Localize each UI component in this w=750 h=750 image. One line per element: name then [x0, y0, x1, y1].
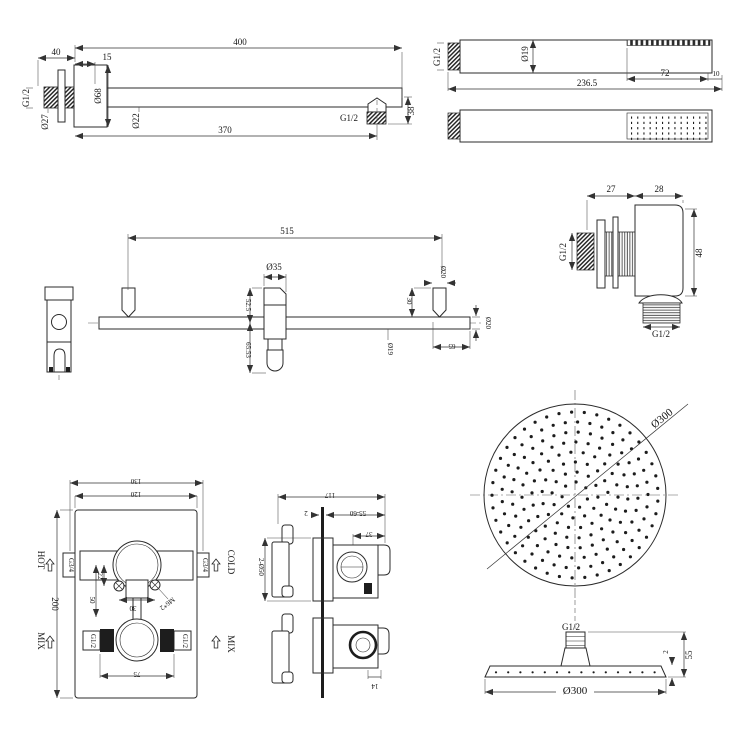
dim-slider-dia: Ø35: [266, 262, 282, 272]
dim-arm-tube-dia: Ø22: [131, 113, 141, 129]
dim-arm-flange-width: 40: [52, 47, 62, 57]
dim-arm-overall: 400: [233, 37, 247, 47]
dim-mixer-g34-left: G3/4: [67, 558, 75, 573]
outlet-elbow-drawing: 27 28 G1/2 48 G1/2: [558, 184, 704, 339]
mixer-valve-side-drawing: 117 2 55-60 37 14 2-Ø50: [257, 491, 391, 698]
dim-rail-hole-dia: Ø19: [386, 343, 394, 356]
shower-head-face-drawing: Ø300: [470, 390, 689, 600]
hand-shower-drawing: G1/2 Ø19 72 10 236.5: [432, 39, 723, 143]
shower-head-side-drawing: G1/2 55 2 Ø300: [484, 600, 694, 697]
dim-arm-offset: 15: [103, 52, 113, 62]
dim-hand-shower-tip: 10: [713, 70, 721, 78]
dim-elbow-inlet-thread: G1/2: [558, 243, 568, 261]
dim-mixer-w1: 130: [130, 477, 141, 485]
dim-elbow-height: 48: [694, 248, 704, 258]
dim-hand-shower-dia: Ø19: [520, 46, 530, 62]
hand-shower-nozzle-grid: [631, 116, 707, 140]
dim-hand-shower-overall: 236.5: [577, 78, 598, 88]
dim-hand-shower-thread: G1/2: [432, 48, 442, 66]
dim-rail-dia: Ø20: [484, 317, 492, 330]
dim-mixer-g12-right: G1/2: [181, 634, 189, 649]
dim-side-plate-t: 2: [304, 509, 308, 517]
dim-head-plate-t: 2: [662, 650, 670, 654]
mix-right-arrow-icon: [211, 635, 221, 649]
dim-elbow-w1: 27: [607, 184, 617, 194]
dim-side-depth: 55-60: [349, 509, 366, 517]
dim-side-37: 37: [365, 530, 373, 538]
dim-mixer-height: 200: [50, 597, 60, 611]
cold-flow-arrow-icon: [211, 558, 221, 572]
dim-mixer-g12-left: G1/2: [89, 634, 97, 649]
dim-hand-shower-face: 72: [661, 68, 670, 78]
dim-mixer-g34-right: G3/4: [201, 558, 209, 573]
dim-arm-nipple-dia: Ø27: [40, 114, 50, 130]
dim-rail-end-offset: 65: [448, 342, 456, 350]
dim-arm-drop: 38: [406, 106, 416, 116]
shower-arm-drawing: 400 40 15 G1/2 Ø27 Ø68 Ø22 370 G1/2 38: [21, 37, 416, 140]
dim-mixer-75: 75: [133, 670, 141, 678]
dim-head-face-dia: Ø300: [649, 406, 676, 431]
label-mix-right: MIX: [226, 635, 236, 653]
mixer-valve-front-drawing: 130 120 HOT COLD G3/4 G3/4 200 22 50 30: [36, 477, 236, 699]
shower-head-nozzle-pattern: [490, 410, 660, 580]
hot-flow-arrow-icon: [45, 558, 55, 572]
dim-rail-upper: 52.5: [244, 299, 252, 312]
dim-arm-to-elbow: 370: [218, 125, 232, 135]
dim-pin-height: 30: [405, 298, 413, 306]
dim-elbow-outlet-thread: G1/2: [652, 329, 670, 339]
label-mix-left: MIX: [36, 632, 46, 650]
dim-mixer-22: 22: [96, 573, 104, 581]
dim-side-14: 14: [371, 682, 379, 690]
slide-rail-drawing: 515 Ø35 52.5 65.53 Ø20 30 Ø19 Ø20 65: [44, 226, 492, 383]
dim-elbow-w2: 28: [655, 184, 665, 194]
dim-side-width: 117: [324, 491, 335, 499]
dim-arm-flange-dia: Ø68: [93, 88, 103, 104]
head-side-nozzle-row: [494, 671, 656, 674]
dim-head-thread: G1/2: [562, 622, 580, 632]
dim-side-escutcheons: 2-Ø50: [257, 558, 265, 576]
dim-rail-length: 515: [280, 226, 294, 236]
label-hot-inlet: HOT: [36, 551, 46, 570]
dim-arm-outlet-thread: G1/2: [340, 113, 358, 123]
dim-arm-wall-thread: G1/2: [21, 89, 31, 107]
dim-mixer-w2: 120: [130, 490, 141, 498]
dim-rail-lower: 65.53: [244, 342, 252, 358]
mix-left-arrow-icon: [45, 635, 55, 649]
dim-head-side-dia: Ø300: [563, 685, 588, 697]
dim-pin-dia: Ø20: [439, 266, 447, 279]
dim-head-height: 55: [684, 650, 694, 660]
dim-mixer-30: 30: [129, 604, 137, 612]
dim-mixer-50: 50: [88, 597, 96, 605]
label-cold-inlet: COLD: [226, 550, 236, 575]
